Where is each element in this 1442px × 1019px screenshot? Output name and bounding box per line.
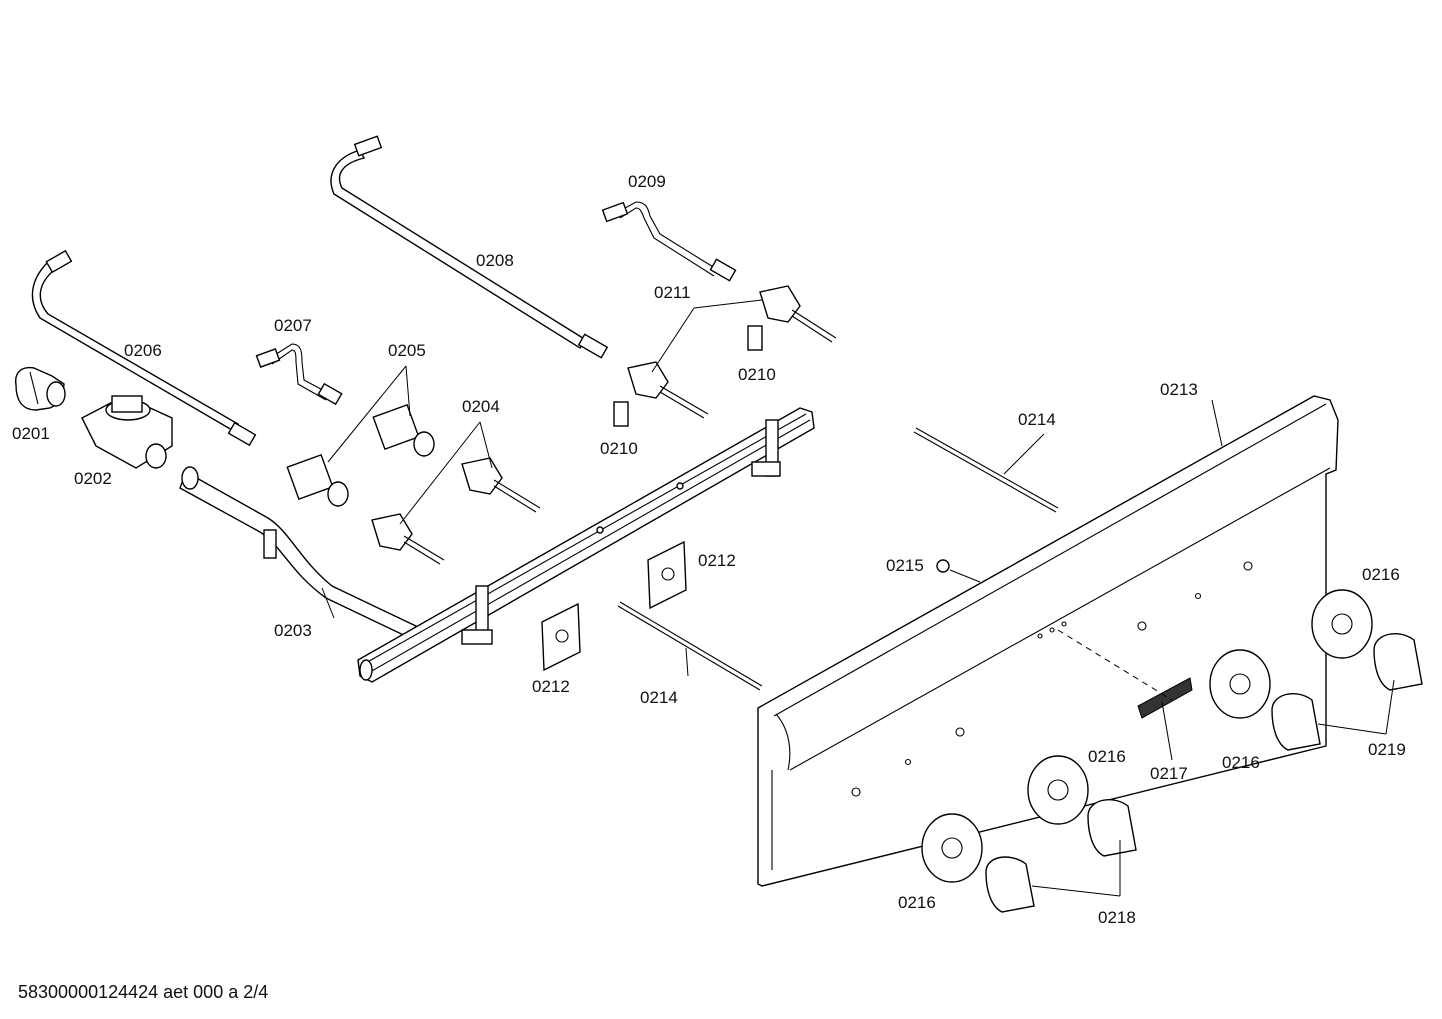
part-0212-switches xyxy=(541,540,687,672)
part-0209-tube xyxy=(601,201,737,282)
part-knobs xyxy=(985,632,1423,913)
label-0214-lower: 0214 xyxy=(640,688,678,707)
part-0216-bezels xyxy=(921,589,1373,883)
label-0205: 0205 xyxy=(388,341,426,360)
leader-lines xyxy=(321,299,1395,897)
label-0202: 0202 xyxy=(74,469,112,488)
label-0216-right: 0216 xyxy=(1362,565,1400,584)
label-0210-lower: 0210 xyxy=(600,439,638,458)
part-0207-tube xyxy=(255,343,343,406)
label-0212-lower: 0212 xyxy=(532,677,570,696)
part-0215-grommet xyxy=(936,559,950,573)
label-0213: 0213 xyxy=(1160,380,1198,399)
part-0202-regulator xyxy=(81,395,173,469)
label-0216-left: 0216 xyxy=(898,893,936,912)
label-0216-mid: 0216 xyxy=(1222,753,1260,772)
part-0201-elbow xyxy=(15,366,66,411)
label-0216-center: 0216 xyxy=(1088,747,1126,766)
part-0204-valves xyxy=(371,457,541,565)
part-0214-rods xyxy=(617,427,1059,691)
part-0206-tube xyxy=(31,249,257,447)
label-0215: 0215 xyxy=(886,556,924,575)
part-0205-valves xyxy=(286,403,435,507)
label-0204: 0204 xyxy=(462,397,500,416)
part-manifold-bar xyxy=(357,407,815,683)
label-0209: 0209 xyxy=(628,172,666,191)
part-0211-valves xyxy=(627,285,837,419)
label-0210-upper: 0210 xyxy=(738,365,776,384)
label-0219: 0219 xyxy=(1368,740,1406,759)
label-0201: 0201 xyxy=(12,424,50,443)
part-0210-clips xyxy=(613,325,763,427)
part-0213-panel xyxy=(757,395,1339,887)
label-0214-upper: 0214 xyxy=(1018,410,1056,429)
drawing-footer-id: 58300000124424 aet 000 a 2/4 xyxy=(18,982,269,1002)
label-0218: 0218 xyxy=(1098,908,1136,927)
label-0207: 0207 xyxy=(274,316,312,335)
label-0212-upper: 0212 xyxy=(698,551,736,570)
label-0211: 0211 xyxy=(654,283,691,302)
part-0208-tube xyxy=(330,135,609,359)
label-0208: 0208 xyxy=(476,251,514,270)
label-0206: 0206 xyxy=(124,341,162,360)
label-0217: 0217 xyxy=(1150,764,1188,783)
label-0203: 0203 xyxy=(274,621,312,640)
